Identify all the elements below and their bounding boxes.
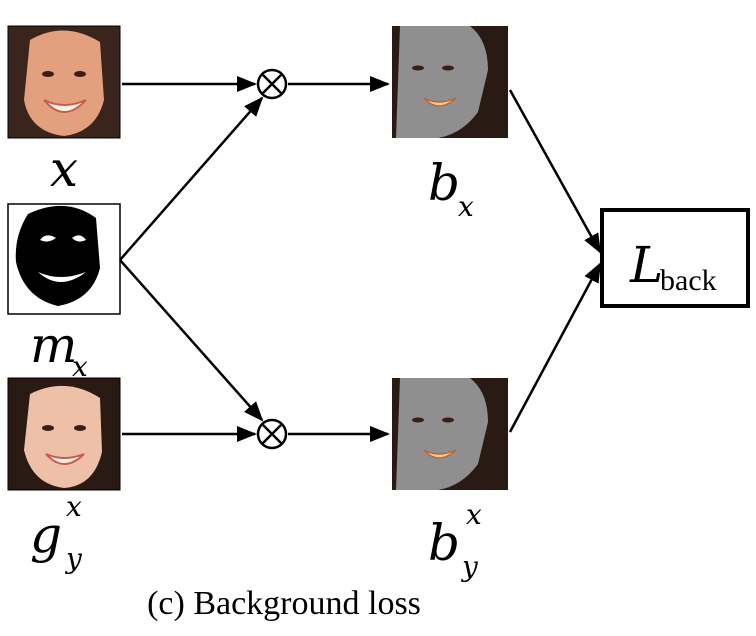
svg-text:x: x [458, 190, 474, 223]
svg-text:x: x [72, 350, 88, 383]
mask-image [7, 203, 121, 315]
multiply-operator-top [256, 68, 288, 100]
image-gyx [7, 377, 121, 491]
label-bx: b x [428, 154, 474, 223]
svg-text:b: b [428, 154, 460, 212]
svg-text:m: m [30, 316, 77, 374]
arrow-byx-to-loss [508, 262, 602, 433]
arrow-mask-to-multiply-top [119, 96, 264, 261]
arrow-mask-to-multiply-bottom [119, 259, 264, 422]
svg-text:y: y [64, 542, 83, 575]
svg-text:x: x [66, 490, 82, 523]
svg-text:x: x [466, 498, 482, 531]
arrow-bx-to-loss [508, 89, 602, 254]
loss-box: L back [600, 208, 750, 308]
label-mask: m x [30, 316, 88, 383]
label-byx: b x y [428, 498, 482, 583]
svg-text:y: y [460, 550, 479, 583]
label-x: x [50, 140, 78, 198]
image-x [7, 25, 121, 139]
svg-text:L: L [629, 236, 663, 294]
svg-text:g: g [30, 506, 62, 564]
image-bx [392, 26, 508, 138]
svg-text:back: back [660, 264, 717, 297]
label-gyx: g x y [30, 490, 83, 575]
svg-text:b: b [428, 514, 460, 572]
caption: (c) Background loss [147, 585, 421, 622]
image-byx [392, 378, 508, 490]
arrows [119, 76, 602, 442]
multiply-operator-bottom [256, 418, 288, 450]
